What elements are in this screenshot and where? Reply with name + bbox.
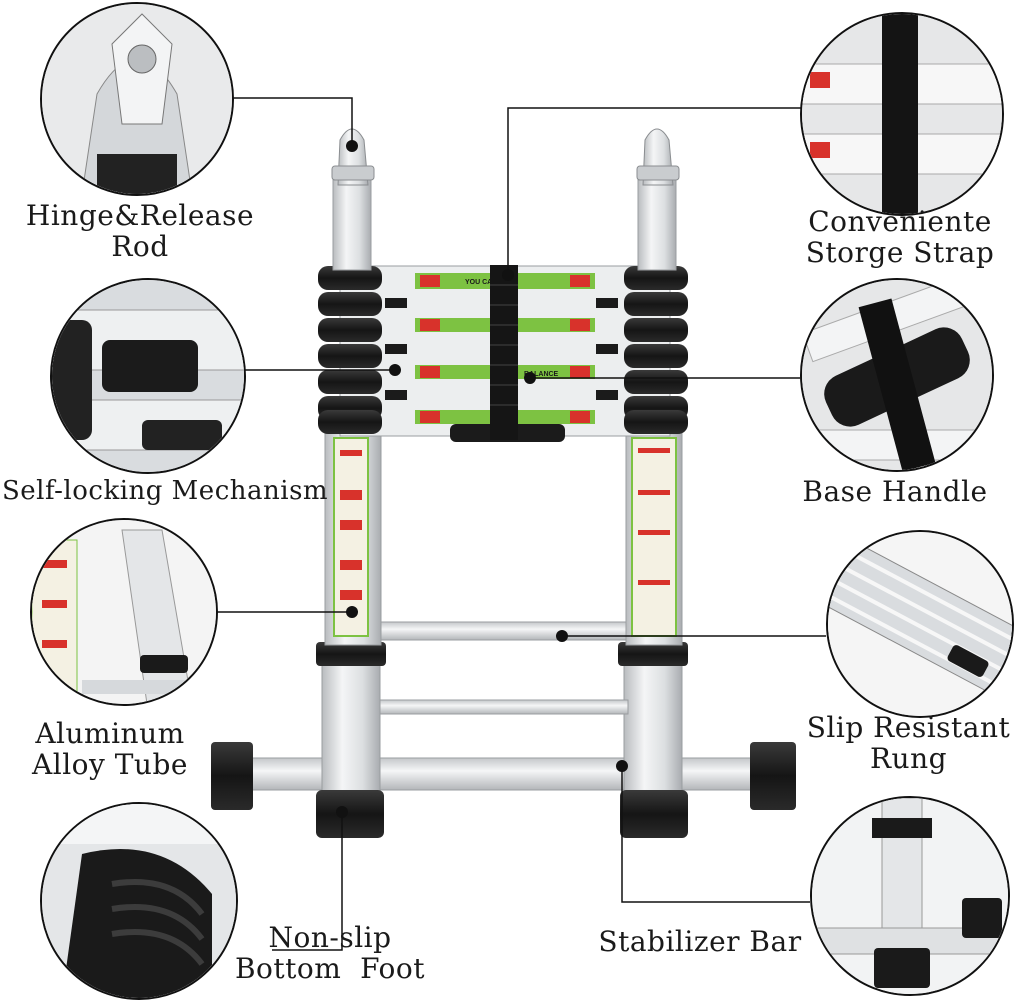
label-locking-line-1: Self-locking Mechanism bbox=[1, 476, 329, 506]
label-strap-line-2: Storge Strap bbox=[805, 236, 995, 269]
bottom-foot-left bbox=[316, 790, 384, 838]
label-handle-line-1: Base Handle bbox=[802, 475, 988, 508]
top-tube-right bbox=[637, 179, 677, 271]
callout-tube-detail bbox=[30, 518, 218, 706]
stacked-collars-left bbox=[318, 266, 382, 434]
label-stabilizer-line-1: Stabilizer Bar bbox=[598, 925, 802, 958]
collar-right bbox=[618, 642, 688, 666]
label-strap-line-1: Conveniente bbox=[808, 205, 992, 238]
label-base-handle: Base Handle bbox=[790, 476, 1000, 507]
callout-foot-detail bbox=[40, 802, 238, 1000]
label-non-slip-bottom-foot: Non-slip Bottom Foot bbox=[220, 922, 440, 984]
collar-left bbox=[316, 642, 386, 666]
callout-rung-detail bbox=[826, 530, 1014, 718]
stacked-collars-right bbox=[624, 266, 688, 434]
callout-handle-detail bbox=[800, 278, 994, 472]
cross-bar bbox=[379, 699, 629, 715]
stabilizer-bar bbox=[221, 757, 795, 791]
label-hinge-release-rod: Hinge&Release Rod bbox=[0, 200, 280, 262]
callout-locking-detail bbox=[50, 278, 246, 474]
lower-tube-left bbox=[321, 659, 381, 801]
storage-strap bbox=[490, 265, 518, 440]
warning-text-1: YOU CAN bbox=[465, 279, 497, 286]
label-tube-line-1: Aluminum bbox=[35, 717, 185, 750]
label-tube-line-2: Alloy Tube bbox=[32, 748, 188, 781]
warning-text-2: BALANCE bbox=[524, 371, 559, 378]
callout-stabilizer-detail bbox=[810, 796, 1010, 996]
callout-strap-detail bbox=[800, 12, 1004, 216]
bottom-foot-right bbox=[620, 790, 688, 838]
callout-hinge-detail bbox=[40, 2, 234, 196]
label-slip-resistant-rung: Slip Resistant Rung bbox=[800, 712, 1017, 774]
label-foot-line-1: Non-slip bbox=[268, 921, 392, 954]
label-aluminum-alloy-tube: Aluminum Alloy Tube bbox=[10, 718, 210, 780]
label-foot-line-2: Bottom Foot bbox=[234, 952, 425, 985]
label-storage-strap: Conveniente Storge Strap bbox=[770, 206, 1017, 268]
lower-tube-right bbox=[623, 659, 683, 801]
label-rung-line-2: Rung bbox=[869, 742, 948, 775]
stabilizer-end-cap-right bbox=[750, 742, 796, 810]
safety-sticker-right bbox=[631, 437, 677, 637]
label-hinge-line-2: Rod bbox=[111, 230, 169, 263]
label-stabilizer-bar: Stabilizer Bar bbox=[590, 926, 810, 957]
top-tube-left bbox=[332, 179, 372, 271]
slip-resistant-rung bbox=[379, 621, 629, 641]
label-hinge-line-1: Hinge&Release bbox=[25, 199, 255, 232]
label-rung-line-1: Slip Resistant bbox=[806, 711, 1011, 744]
safety-sticker-left bbox=[333, 437, 369, 637]
label-self-locking-mechanism: Self-locking Mechanism bbox=[0, 476, 330, 507]
stabilizer-end-cap-left bbox=[211, 742, 253, 810]
